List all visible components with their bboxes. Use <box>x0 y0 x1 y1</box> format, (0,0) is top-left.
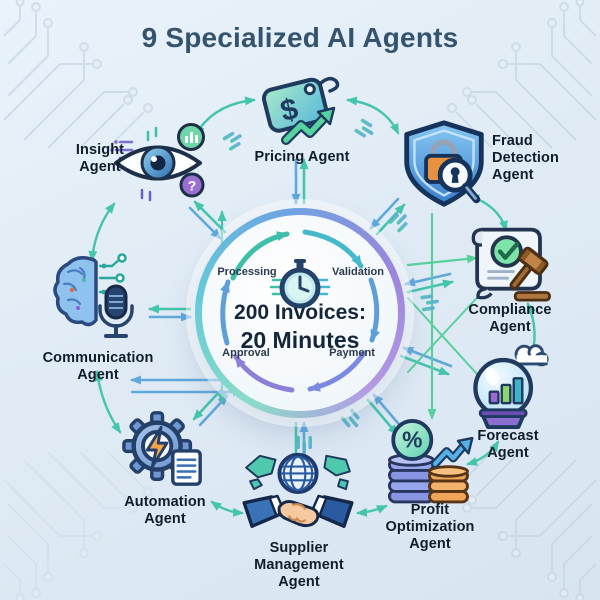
hub-metric-line1: 200 Invoices: <box>234 301 366 324</box>
svg-text:?: ? <box>188 178 197 194</box>
hub-background <box>202 215 398 411</box>
stopwatch-icon <box>269 259 331 309</box>
hub-metric: 200 Invoices: 20 Minutes <box>195 300 405 354</box>
agent-label-pricing: Pricing Agent <box>254 149 350 165</box>
page-title: 9 Specialized AI Agents <box>141 22 459 53</box>
hub-metric-line2: 20 Minutes <box>240 327 360 353</box>
eye-analytics-icon: ? <box>110 123 205 202</box>
brain-microphone-icon <box>53 253 134 338</box>
phase-approval: Approval <box>222 347 270 359</box>
phase-validation: Validation <box>332 266 384 278</box>
svg-text:%: % <box>402 427 422 453</box>
crystal-ball-chart-icon <box>473 344 549 429</box>
cycle-arrows <box>220 229 380 393</box>
handshake-globe-icon <box>242 452 354 528</box>
radial-arrows <box>148 158 454 464</box>
central-hub: Processing Validation Approval Payment 2… <box>195 208 405 418</box>
phase-processing: Processing <box>217 266 277 278</box>
gear-lightning-doc-icon <box>122 411 202 486</box>
document-check-gavel-icon <box>471 227 551 302</box>
shield-lock-magnifier-icon <box>404 120 484 207</box>
price-tag-icon: $ <box>261 76 340 145</box>
coins-percent-arrow-icon: % <box>388 419 474 504</box>
phase-payment: Payment <box>329 347 375 359</box>
